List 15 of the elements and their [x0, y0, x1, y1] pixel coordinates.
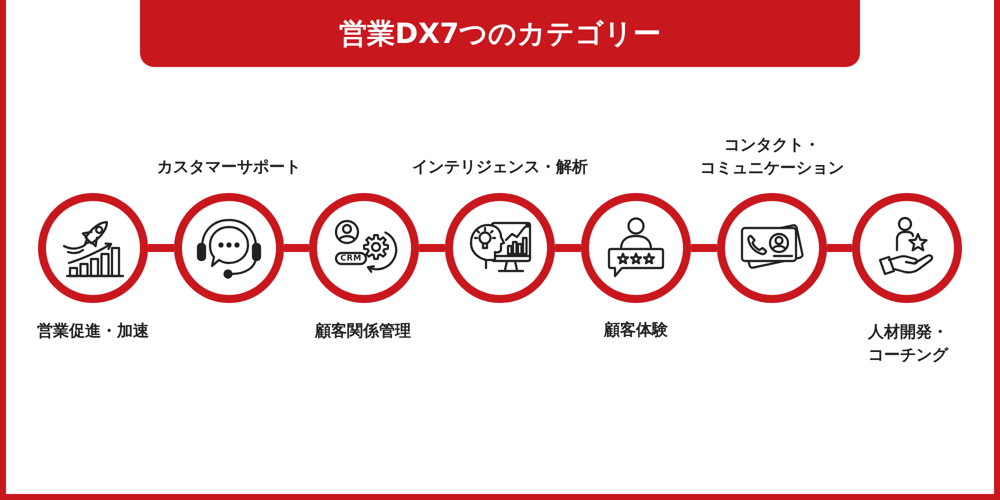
category-label: 人材開発・コーチング — [868, 321, 948, 366]
connector-line — [284, 244, 309, 252]
icon-text: CRM — [340, 254, 362, 262]
category-label: コンタクト・コミュニケーション — [700, 134, 844, 179]
connector-line — [691, 244, 717, 252]
connector-line — [148, 244, 174, 252]
title: 営業DX7つのカテゴリー — [338, 17, 662, 51]
category-label: 営業促進・加速 — [37, 320, 149, 342]
category-label: カスタマーサポート — [157, 156, 301, 178]
category-label: インテリジェンス・解析 — [412, 156, 588, 178]
connector-line — [827, 244, 852, 252]
connector-line — [555, 244, 581, 252]
category-label: 顧客関係管理 — [315, 320, 411, 342]
category-label: 顧客体験 — [604, 319, 668, 341]
connector-line — [419, 244, 445, 252]
